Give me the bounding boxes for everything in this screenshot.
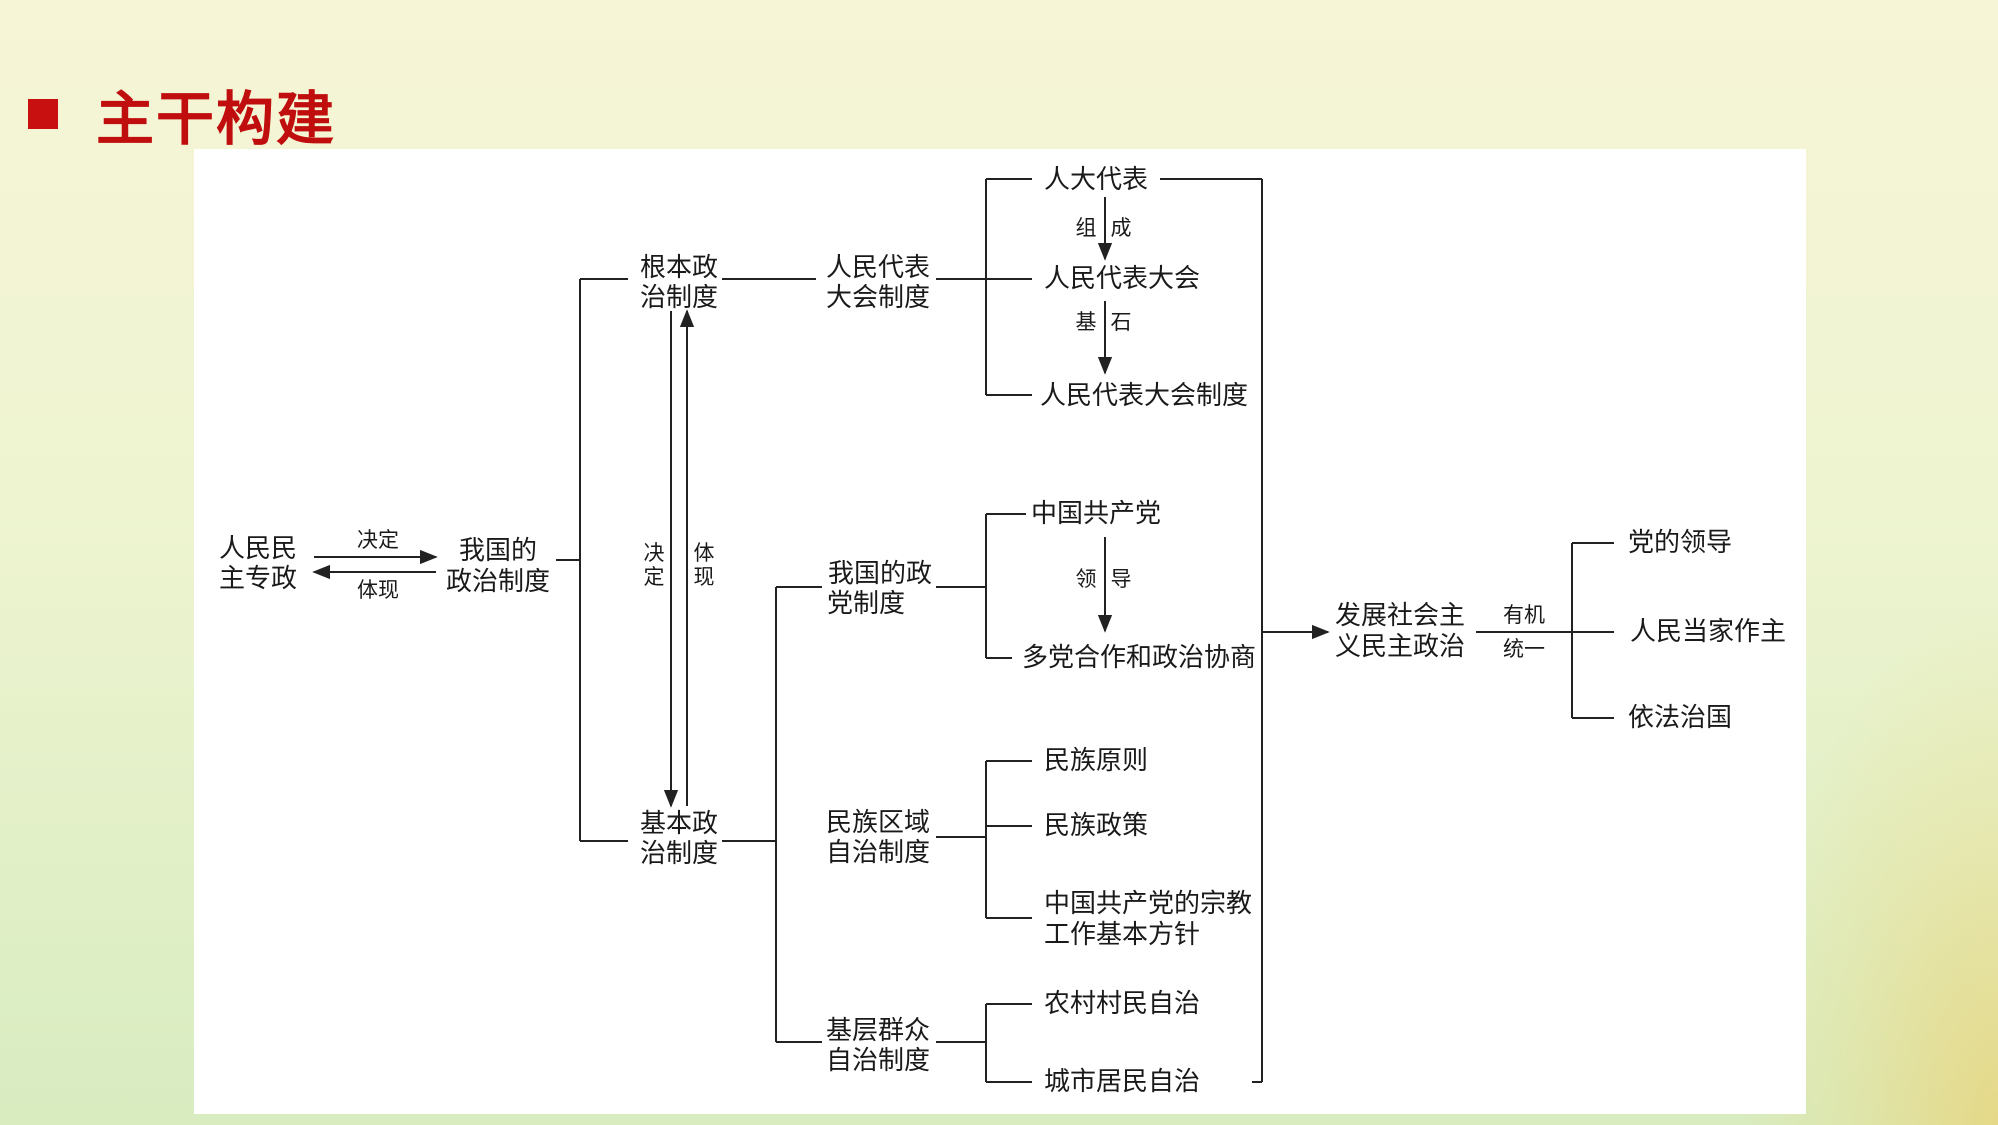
node-basic-l1: 基本政: [640, 809, 718, 839]
node-grassroots-l2: 自治制度: [826, 1046, 930, 1076]
label-foundation-2: 石: [1111, 310, 1132, 334]
node-rural: 农村村民自治: [1044, 989, 1200, 1019]
node-cpc: 中国共产党: [1031, 499, 1161, 529]
node-people-masters: 人民当家作主: [1630, 617, 1786, 647]
slide-title-text: 主干构建: [96, 85, 337, 153]
node-npc-system: 人民代表大会制度: [1040, 381, 1248, 411]
node-democracy-l1: 发展社会主: [1335, 601, 1465, 631]
edge-labels: 决定 体现 决 定 体 现 组 成 基 石 领 导 有机 统一: [357, 216, 1545, 661]
node-fundamental-l2: 治制度: [640, 283, 718, 313]
node-npc: 人民代表大会: [1044, 264, 1200, 294]
node-dictatorship-l1: 人民民: [219, 534, 297, 564]
node-ethnic-principle: 民族原则: [1044, 746, 1148, 776]
node-fundamental-l1: 根本政: [640, 253, 718, 283]
label-unity: 统一: [1503, 637, 1545, 661]
connector-lines: [312, 178, 1614, 1083]
label-decides-v2: 定: [644, 565, 665, 589]
node-npc-system-short-l2: 大会制度: [826, 283, 930, 313]
node-urban: 城市居民自治: [1044, 1067, 1200, 1097]
node-religion-policy-l1: 中国共产党的宗教: [1044, 889, 1252, 919]
node-political-system-l1: 我国的: [459, 536, 537, 566]
label-lead-2: 导: [1111, 567, 1132, 591]
label-foundation-1: 基: [1076, 310, 1097, 334]
diagram-panel: 人民民 主专政 我国的 政治制度 根本政 治制度 基本政 治制度 人民代表 大会…: [194, 149, 1806, 1114]
node-dictatorship-l2: 主专政: [219, 564, 297, 594]
node-multiparty: 多党合作和政治协商: [1022, 643, 1256, 673]
node-npc-system-short-l1: 人民代表: [826, 253, 930, 283]
node-democracy-l2: 义民主政治: [1335, 632, 1465, 662]
slide-title: 主干构建: [28, 74, 336, 154]
concept-map: 人民民 主专政 我国的 政治制度 根本政 治制度 基本政 治制度 人民代表 大会…: [219, 165, 1786, 1097]
title-bullet-square: [28, 99, 58, 129]
node-political-system-l2: 政治制度: [446, 567, 550, 597]
node-npc-deputies: 人大代表: [1044, 165, 1148, 195]
label-reflects: 体现: [357, 578, 399, 602]
node-grassroots-l1: 基层群众: [826, 1016, 930, 1046]
node-ethnic-autonomy-l1: 民族区域: [826, 808, 930, 838]
node-ethnic-policy: 民族政策: [1044, 811, 1148, 841]
node-ethnic-autonomy-l2: 自治制度: [826, 838, 930, 868]
label-decides-v1: 决: [644, 541, 665, 565]
node-party-leadership: 党的领导: [1628, 528, 1732, 558]
node-labels: 人民民 主专政 我国的 政治制度 根本政 治制度 基本政 治制度 人民代表 大会…: [219, 165, 1786, 1097]
label-compose-2: 成: [1111, 216, 1132, 240]
node-rule-of-law: 依法治国: [1628, 703, 1732, 733]
node-party-system-l2: 党制度: [827, 589, 905, 619]
label-decides: 决定: [357, 528, 399, 552]
node-religion-policy-l2: 工作基本方针: [1044, 920, 1200, 950]
label-organic: 有机: [1503, 603, 1545, 627]
node-basic-l2: 治制度: [640, 839, 718, 869]
label-reflects-v2: 现: [694, 565, 715, 589]
label-reflects-v1: 体: [694, 541, 715, 565]
node-party-system-l1: 我国的政: [828, 559, 932, 589]
label-compose-1: 组: [1076, 216, 1097, 240]
label-lead-1: 领: [1076, 567, 1097, 591]
